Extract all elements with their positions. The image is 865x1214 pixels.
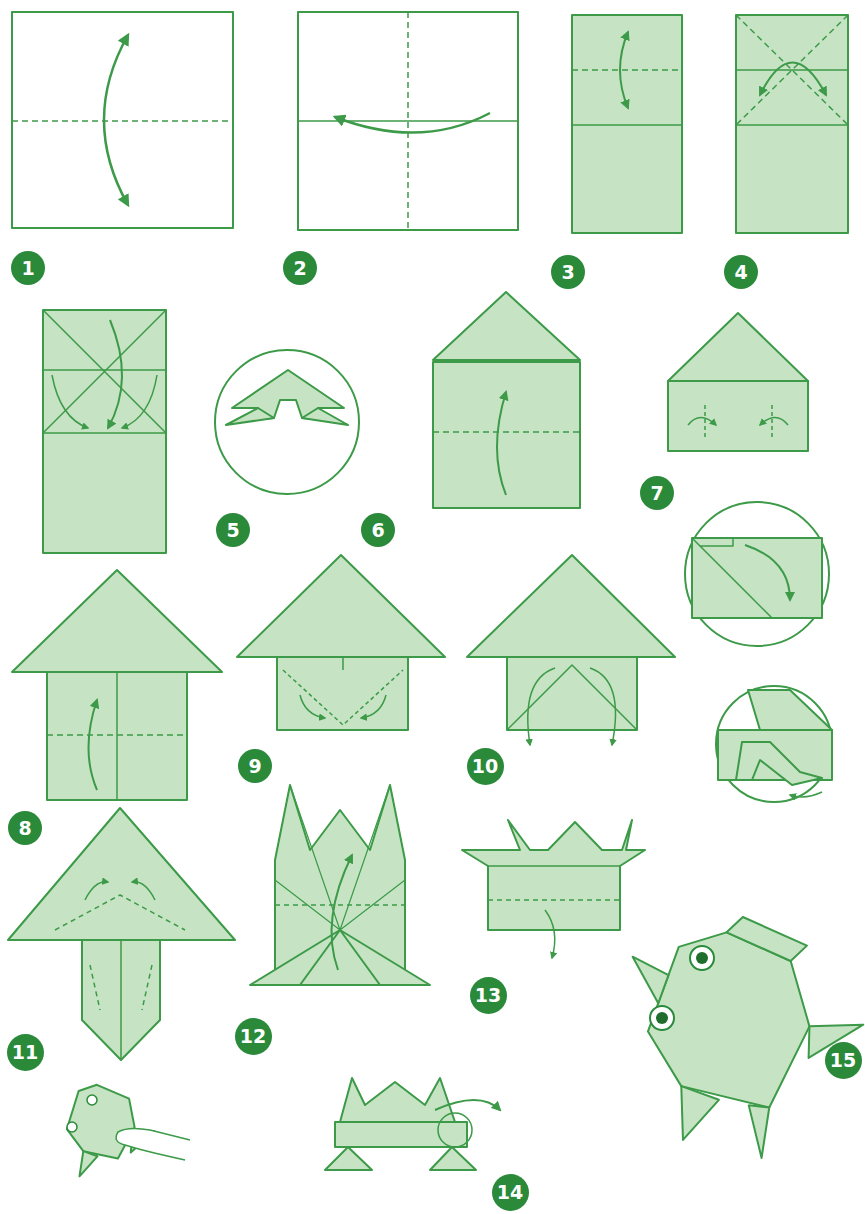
step-number: 15 — [830, 1051, 856, 1070]
step-number: 2 — [293, 259, 306, 278]
step-number-circle: 5 — [216, 513, 250, 547]
step-number-circle: 14 — [492, 1174, 529, 1211]
step-number: 5 — [226, 521, 239, 540]
step-number-circle: 12 — [235, 1018, 272, 1055]
step-number-circle: 11 — [7, 1034, 44, 1071]
step-number-circle: 13 — [470, 977, 507, 1014]
step-number: 3 — [561, 263, 574, 282]
step-number-circle: 7 — [640, 476, 674, 510]
step-number-circle: 1 — [11, 251, 45, 285]
step-number-circle: 3 — [551, 255, 585, 289]
step-number-circle: 2 — [283, 251, 317, 285]
step-number: 1 — [21, 259, 34, 278]
step-number-circle: 4 — [724, 255, 758, 289]
step-number: 4 — [734, 263, 747, 282]
step-number: 10 — [472, 757, 498, 776]
step-number: 9 — [248, 757, 261, 776]
step-number-circle: 15 — [825, 1042, 862, 1079]
step-number: 11 — [12, 1043, 38, 1062]
step-number: 6 — [371, 521, 384, 540]
step-number: 7 — [650, 484, 663, 503]
step-number-circle: 10 — [467, 748, 504, 785]
step-number: 12 — [240, 1027, 266, 1046]
step-number: 8 — [18, 819, 31, 838]
step-number-circle: 8 — [8, 811, 42, 845]
step-number: 14 — [497, 1183, 523, 1202]
step-number-circle: 9 — [238, 749, 272, 783]
step-number: 13 — [475, 986, 501, 1005]
step-number-circle: 6 — [361, 513, 395, 547]
